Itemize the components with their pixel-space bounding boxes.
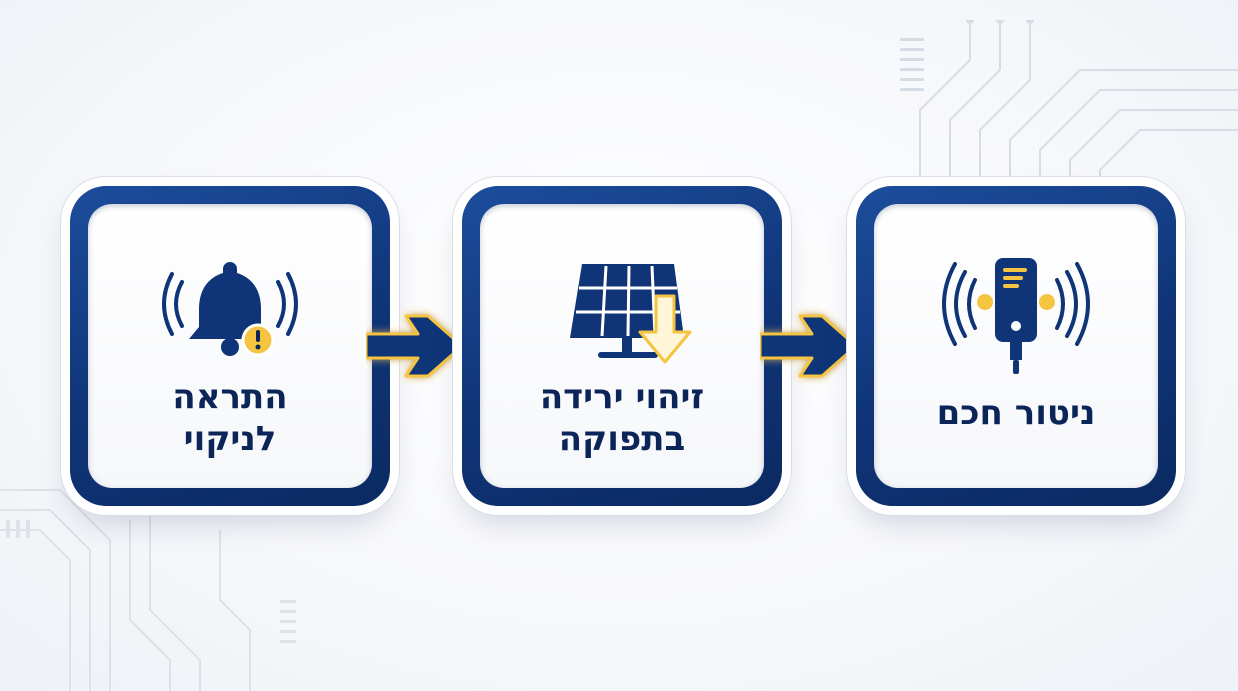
solar-panel-down-icon (570, 264, 692, 364)
flow-arrow-icon (760, 314, 858, 378)
step-label-line2: בתפוקה (558, 419, 686, 459)
step-card-inner: התראה לניקוי (88, 204, 372, 488)
flow-arrow-icon (366, 314, 464, 378)
smart-sensor-icon (942, 258, 1090, 374)
step-card-inner: זיהוי ירידה בתפוקה (480, 204, 764, 488)
bell-alert-icon (162, 262, 298, 357)
step-card-smart-monitoring: ניטור חכם (856, 186, 1176, 506)
circuit-decoration-top-right (900, 20, 1238, 190)
step-card-inner: ניטור חכם (874, 204, 1158, 488)
step-label-line1: התראה (172, 377, 288, 417)
step-card-cleaning-alert: התראה לניקוי (70, 186, 390, 506)
circuit-decoration-bottom-left (0, 489, 296, 691)
step-card-output-drop: זיהוי ירידה בתפוקה (462, 186, 782, 506)
step-label-line1: ניטור חכם (936, 393, 1096, 433)
step-label-line1: זיהוי ירידה (539, 377, 705, 417)
step-label-line2: לניקוי (183, 419, 277, 459)
